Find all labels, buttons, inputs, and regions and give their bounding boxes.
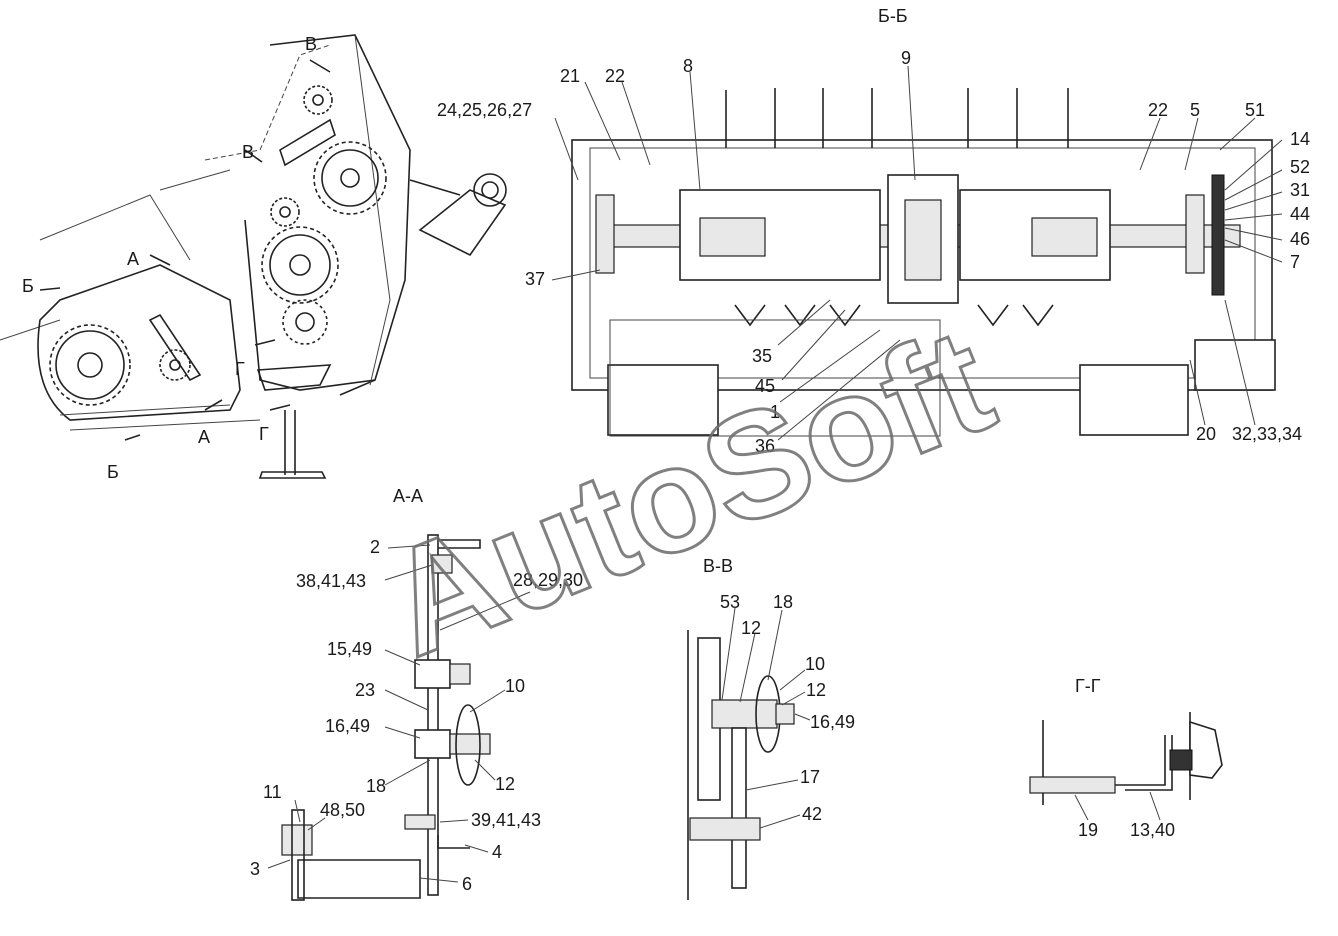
section-vv: В-В 53 18 12 10 12 16,49 17 42: [687, 556, 855, 900]
callout-bb-7: 7: [1290, 252, 1300, 272]
mark-g-bottom: Г: [259, 424, 269, 444]
callout-bb-8: 8: [683, 56, 693, 76]
mark-a-left: А: [127, 249, 139, 269]
callout-aa-10: 10: [505, 676, 525, 696]
callout-vv-42: 42: [802, 804, 822, 824]
mark-v-mid: В: [242, 142, 254, 162]
callout-vv-12a: 12: [741, 618, 761, 638]
callout-bb-36: 36: [755, 436, 775, 456]
callout-vv-12b: 12: [806, 680, 826, 700]
callout-bb-24-27: 24,25,26,27: [437, 100, 532, 120]
section-gg: Г-Г 19 13,40: [1029, 676, 1223, 840]
callout-vv-53: 53: [720, 592, 740, 612]
callout-bb-52: 52: [1290, 157, 1310, 177]
callout-aa-3: 3: [250, 859, 260, 879]
mark-a-bottom: А: [198, 427, 210, 447]
callout-aa-6: 6: [462, 874, 472, 894]
section-aa-title: А-А: [393, 486, 423, 506]
section-vv-title: В-В: [703, 556, 733, 576]
callout-bb-44: 44: [1290, 204, 1310, 224]
callout-aa-48-50: 48,50: [320, 800, 365, 820]
callout-aa-4: 4: [492, 842, 502, 862]
callout-aa-38-43: 38,41,43: [296, 571, 366, 591]
callout-vv-10: 10: [805, 654, 825, 674]
callout-bb-46: 46: [1290, 229, 1310, 249]
callout-bb-1: 1: [770, 402, 780, 422]
callout-bb-21: 21: [560, 66, 580, 86]
callout-bb-35: 35: [752, 346, 772, 366]
mark-v-top: В: [305, 34, 317, 54]
callout-bb-22b: 22: [1148, 100, 1168, 120]
side-view: В В А А Б Б Г Г: [0, 34, 507, 482]
callout-gg-19: 19: [1078, 820, 1098, 840]
callout-aa-15-49: 15,49: [327, 639, 372, 659]
callout-bb-9: 9: [901, 48, 911, 68]
callout-aa-2: 2: [370, 537, 380, 557]
section-aa: А-А 2 38,41,43 28,29,30 15,49 23 10 16,4…: [250, 486, 583, 901]
section-bb: Б-Б: [437, 6, 1310, 456]
callout-bb-45: 45: [755, 376, 775, 396]
section-gg-title: Г-Г: [1075, 676, 1101, 696]
callout-bb-5: 5: [1190, 100, 1200, 120]
mark-g-mid: Г: [235, 359, 245, 379]
callout-bb-14: 14: [1290, 129, 1310, 149]
callout-aa-18: 18: [366, 776, 386, 796]
callout-bb-32-34: 32,33,34: [1232, 424, 1302, 444]
mark-be-left: Б: [22, 276, 34, 296]
callout-aa-28-30: 28,29,30: [513, 570, 583, 590]
callout-bb-51: 51: [1245, 100, 1265, 120]
callout-aa-23: 23: [355, 680, 375, 700]
section-bb-title: Б-Б: [878, 6, 908, 26]
callout-aa-16-49: 16,49: [325, 716, 370, 736]
callout-aa-39-43: 39,41,43: [471, 810, 541, 830]
callout-vv-16-49: 16,49: [810, 712, 855, 732]
callout-vv-17: 17: [800, 767, 820, 787]
callout-bb-37: 37: [525, 269, 545, 289]
callout-vv-18: 18: [773, 592, 793, 612]
callout-aa-12: 12: [495, 774, 515, 794]
mark-be-bottom: Б: [107, 462, 119, 482]
callout-bb-31: 31: [1290, 180, 1310, 200]
callout-bb-22a: 22: [605, 66, 625, 86]
callout-aa-11: 11: [263, 782, 282, 802]
callout-gg-13-40: 13,40: [1130, 820, 1175, 840]
callout-bb-20: 20: [1196, 424, 1216, 444]
